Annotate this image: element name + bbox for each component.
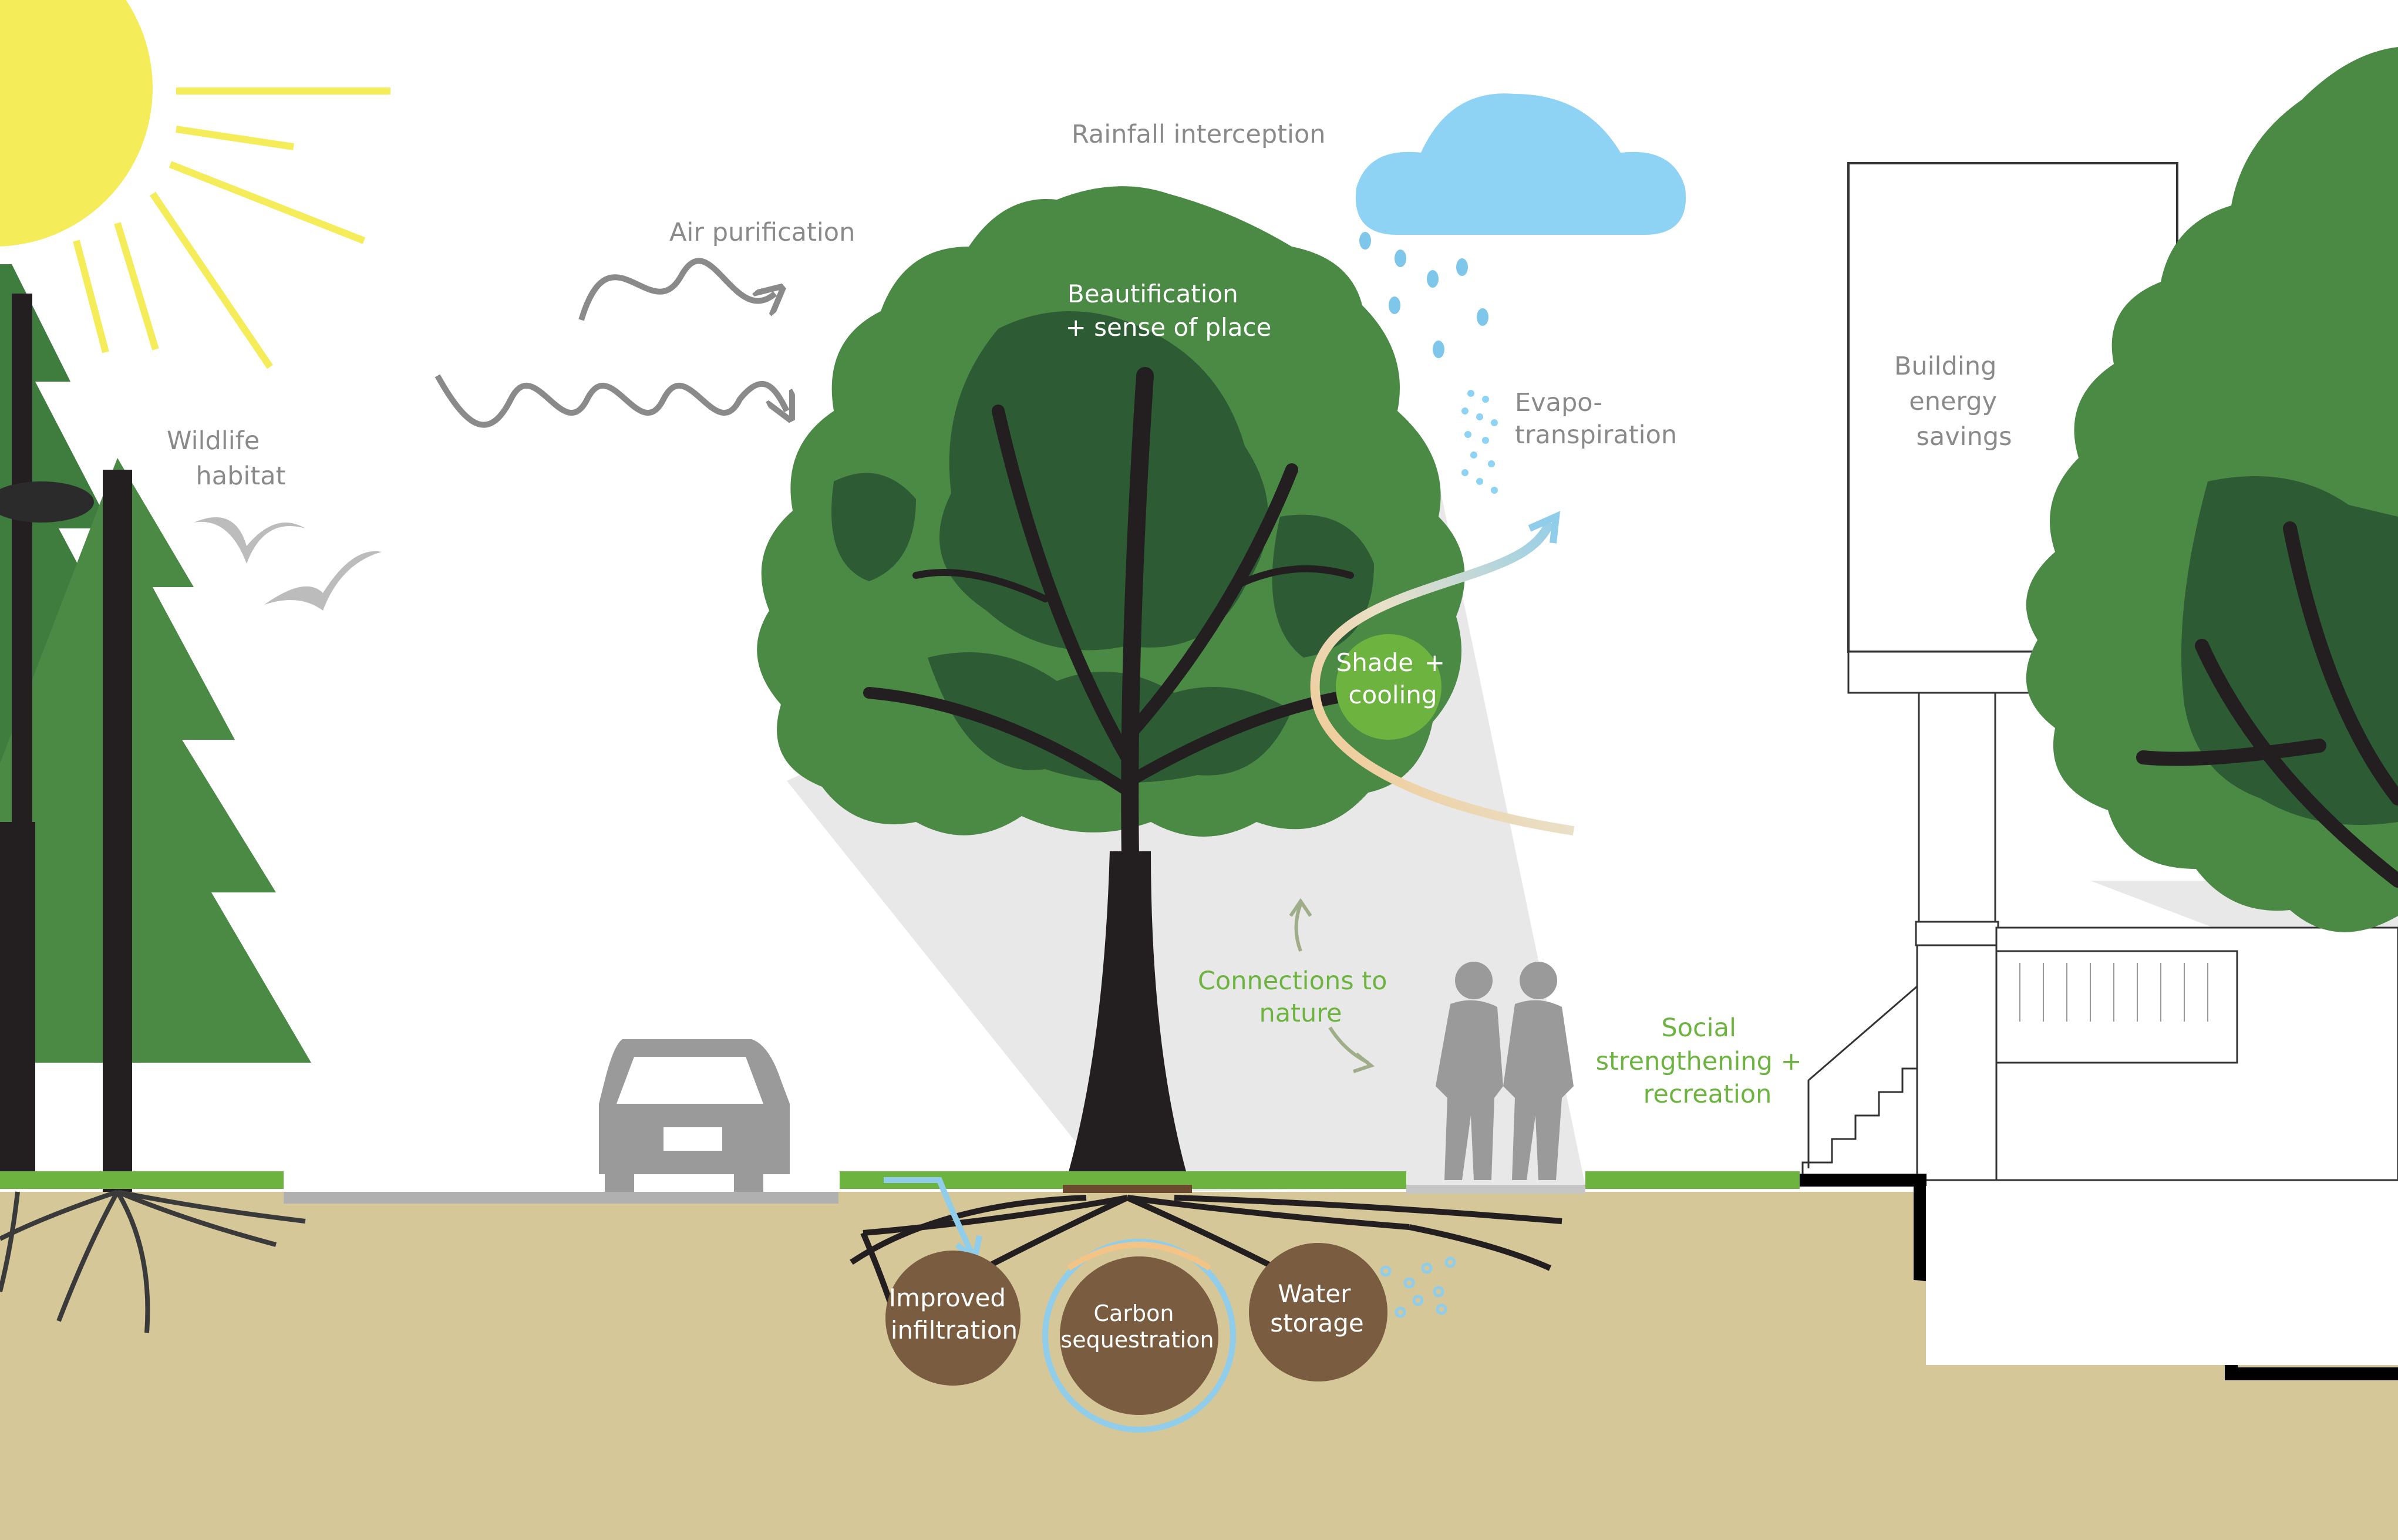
building xyxy=(1800,162,2398,1380)
left-roots xyxy=(0,1189,306,1333)
infiltration-arrow-icon xyxy=(884,1177,975,1255)
water-dots-icon xyxy=(1380,1256,1456,1318)
water-storage-circle xyxy=(1249,1243,1387,1381)
evergreen-trees xyxy=(0,264,311,1192)
right-tree-canopy xyxy=(2026,47,2398,932)
air-waves-icon xyxy=(435,258,787,428)
rain-drops-icon xyxy=(1359,232,1488,358)
sidewalk xyxy=(1406,1185,1585,1194)
shade-cooling-circle xyxy=(1336,634,1442,740)
beautification-label: Beautification + sense of place xyxy=(1066,279,1272,342)
sun-icon xyxy=(0,0,390,369)
main-tree-trunk xyxy=(863,367,1374,1192)
airflow-arrowhead-icon xyxy=(1528,511,1561,544)
car-icon xyxy=(599,1039,790,1192)
cooling-airflow-icon xyxy=(1310,520,1575,835)
tree-pit xyxy=(1063,1185,1192,1193)
road xyxy=(284,1192,838,1204)
evapotranspiration-label: Evapo- transpiration xyxy=(1515,388,1677,450)
shade-cooling-label: Shade + cooling xyxy=(1336,648,1453,709)
wildlife-habitat-label: Wildlife habitat xyxy=(167,426,285,491)
birds-icon xyxy=(194,517,382,611)
air-purification-label: Air purification xyxy=(669,218,855,247)
people-walking-icon xyxy=(1436,962,1574,1180)
social-strengthening-label: Social strengthening + recreation xyxy=(1596,1013,1810,1109)
carbon-sequestration-label: Carbon sequestration xyxy=(1060,1300,1214,1353)
improved-infiltration-label: Improved infiltration xyxy=(889,1283,1018,1344)
connection-arrows-icon xyxy=(1289,898,1375,1073)
carbon-cycle-arc-icon xyxy=(1067,1242,1211,1271)
rainfall-interception-label: Rainfall interception xyxy=(1072,120,1326,149)
water-storage-label: Water storage xyxy=(1270,1279,1364,1337)
main-tree-canopy xyxy=(757,186,1465,837)
cloud-icon xyxy=(1355,93,1686,235)
connections-to-nature-label: Connections to nature xyxy=(1198,966,1395,1028)
building-energy-savings-label: Building energy savings xyxy=(1894,352,2012,451)
improved-infiltration-circle xyxy=(885,1251,1021,1386)
carbon-sequestration-circle xyxy=(1060,1256,1218,1415)
vapor-dots-icon xyxy=(1461,390,1498,494)
